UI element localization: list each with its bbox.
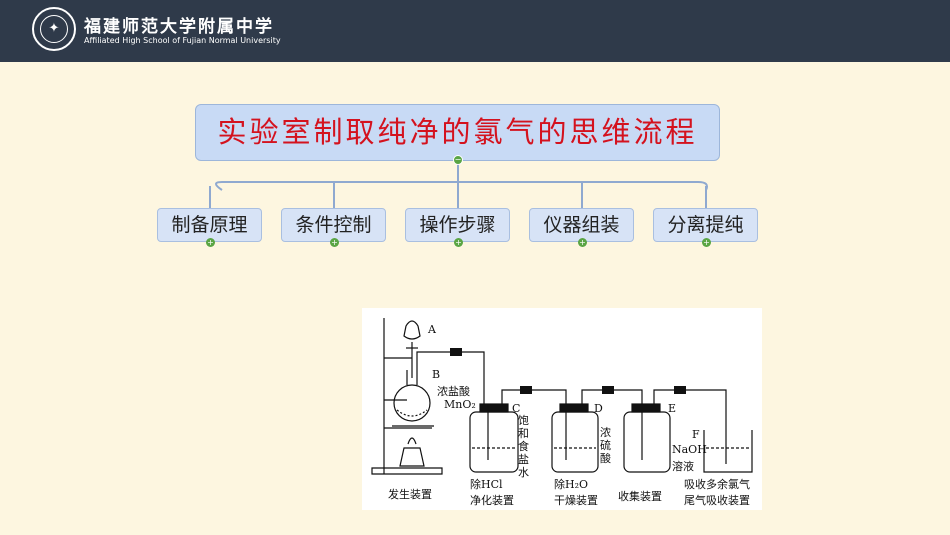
label-e: E — [668, 402, 677, 415]
label-f: F — [692, 428, 700, 441]
bottle-e — [623, 411, 671, 473]
branch-node-5[interactable]: 分离提纯 — [653, 208, 758, 242]
branch-node-3[interactable]: 操作步骤 — [405, 208, 510, 242]
burner — [399, 447, 425, 467]
flame — [407, 437, 417, 445]
label-absorb: 吸收多余氯气 — [684, 478, 750, 491]
bottle-d — [551, 411, 599, 473]
header-bar: ✦ 福建师范大学附属中学 Affiliated High School of F… — [0, 0, 950, 62]
beaker-f — [703, 430, 753, 473]
label-mno2: MnO₂ — [444, 398, 476, 411]
collapse-icon[interactable]: − — [453, 155, 463, 165]
branch-node-4[interactable]: 仪器组装 — [529, 208, 634, 242]
tube-e-out — [653, 389, 727, 464]
label-purify: 净化装置 — [470, 494, 514, 507]
label-a: A — [428, 323, 436, 336]
expand-icon[interactable]: + — [206, 238, 215, 247]
clamp-connector-3 — [602, 386, 614, 394]
label-conc-acid: 浓硫酸 — [600, 426, 611, 465]
label-remove-hcl: 除HCl — [470, 478, 503, 491]
stopper-e — [631, 403, 661, 413]
mindmap-title[interactable]: 实验室制取纯净的氯气的思维流程 — [195, 104, 720, 161]
label-tail: 尾气吸收装置 — [684, 494, 750, 507]
label-solution: 溶液 — [672, 460, 694, 473]
school-name-cn: 福建师范大学附属中学 — [84, 17, 274, 37]
label-collect: 收集装置 — [618, 490, 662, 503]
mindmap-connectors — [209, 161, 708, 208]
clamp-connector-2 — [520, 386, 532, 394]
label-b: B — [432, 368, 441, 381]
expand-icon[interactable]: + — [454, 238, 463, 247]
label-d: D — [594, 402, 603, 415]
funnel-a — [403, 320, 421, 340]
label-gen: 发生装置 — [388, 488, 432, 501]
label-c: C — [512, 402, 521, 415]
tube-d-out — [581, 389, 643, 460]
branch-node-2[interactable]: 条件控制 — [281, 208, 386, 242]
label-naoh: NaOH — [672, 443, 707, 456]
stopper-d — [559, 403, 589, 413]
connector-bar — [215, 181, 708, 191]
flask-b — [393, 384, 431, 422]
clamp-connector-4 — [674, 386, 686, 394]
clamp-connector-1 — [450, 348, 462, 356]
school-name-en: Affiliated High School of Fujian Normal … — [84, 36, 281, 45]
chlorine-apparatus-diagram: A B 浓盐酸 MnO₂ C 饱和食盐水 D 浓硫酸 E F NaOH 溶液 发… — [362, 308, 762, 510]
bottle-c — [469, 411, 519, 473]
branch-node-1[interactable]: 制备原理 — [157, 208, 262, 242]
tube-c-out — [501, 389, 567, 460]
expand-icon[interactable]: + — [578, 238, 587, 247]
label-hcl: 浓盐酸 — [437, 385, 470, 398]
stopper-c — [479, 403, 509, 413]
apparatus-drawing — [371, 318, 753, 475]
school-seal-icon: ✦ — [32, 7, 76, 51]
label-dry: 干燥装置 — [554, 494, 598, 507]
expand-icon[interactable]: + — [702, 238, 711, 247]
flask-neck — [406, 370, 418, 385]
seal-inner-ring: ✦ — [40, 15, 68, 43]
liquid-b — [396, 409, 428, 417]
expand-icon[interactable]: + — [330, 238, 339, 247]
stand-base — [371, 467, 443, 475]
label-sat-salt: 饱和食盐水 — [518, 414, 529, 479]
label-remove-h2o: 除H₂O — [554, 478, 589, 491]
